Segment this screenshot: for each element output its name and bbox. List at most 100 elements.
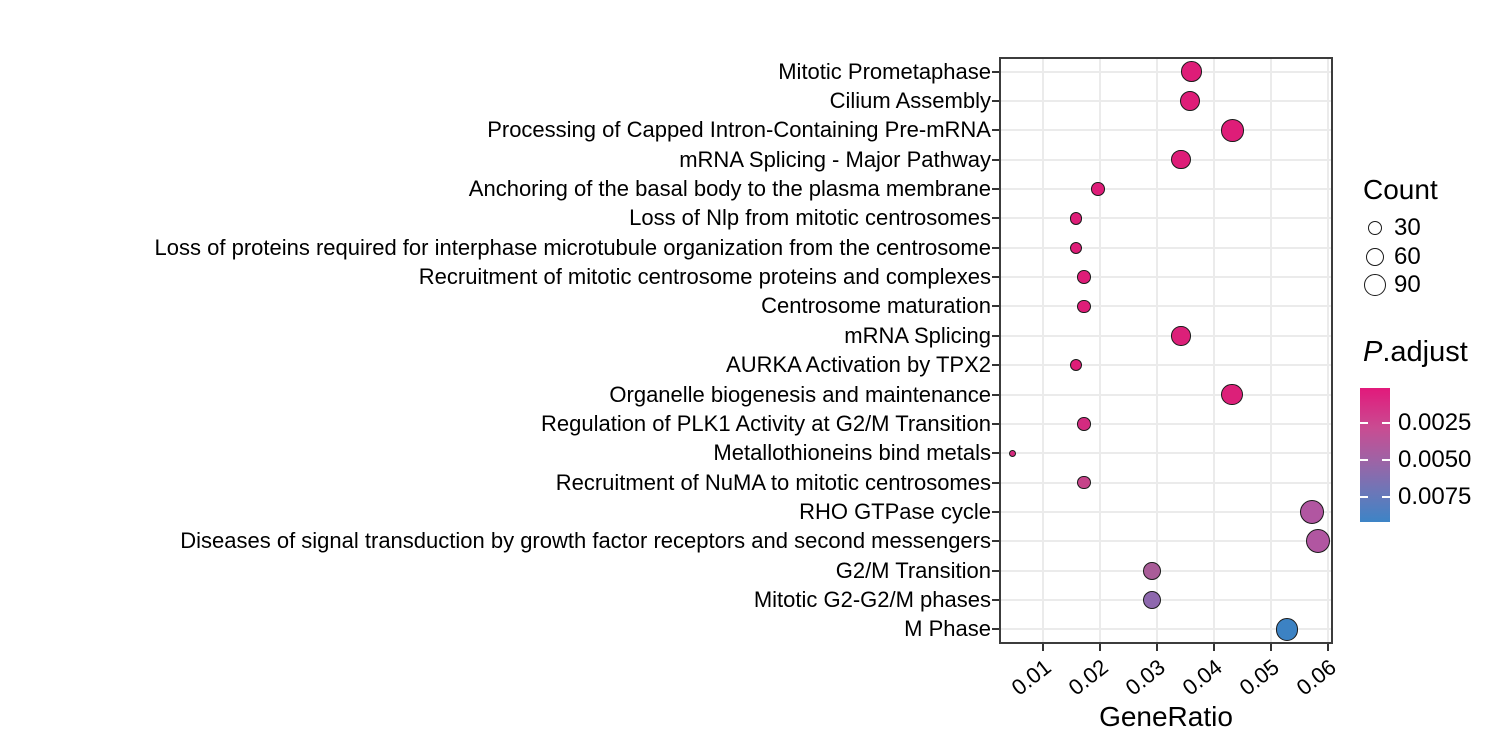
- gridline-vertical: [1327, 57, 1329, 644]
- y-axis-tick: [992, 510, 999, 513]
- legend-count-label: 90: [1394, 271, 1421, 298]
- y-axis-label: Loss of Nlp from mitotic centrosomes: [629, 205, 991, 231]
- pathway-dot: [1069, 358, 1083, 372]
- legend-count-circle: [1363, 273, 1387, 297]
- y-axis-tick: [992, 540, 999, 543]
- gridline-horizontal: [999, 598, 1333, 601]
- gridline-horizontal: [999, 276, 1333, 279]
- legend-count-circle: [1365, 247, 1385, 267]
- gridline-vertical: [1099, 57, 1101, 644]
- x-axis-tick: [1042, 644, 1044, 651]
- gridline-vertical: [1156, 57, 1158, 644]
- y-axis-label: AURKA Activation by TPX2: [726, 352, 991, 378]
- gridline-horizontal: [999, 217, 1333, 220]
- y-axis-tick: [992, 452, 999, 455]
- padjust-tick-left: [1360, 495, 1368, 498]
- padjust-gradient-bar: [1360, 388, 1390, 522]
- gridline-horizontal: [999, 100, 1333, 103]
- gridline-horizontal: [999, 334, 1333, 337]
- padjust-tick-label: 0.0050: [1398, 445, 1472, 473]
- pathway-dot: [1008, 449, 1016, 457]
- y-axis-tick: [992, 100, 999, 103]
- y-axis-tick: [992, 569, 999, 572]
- y-axis-label: Recruitment of mitotic centrosome protei…: [418, 264, 991, 290]
- y-axis-label: Regulation of PLK1 Activity at G2/M Tran…: [540, 410, 991, 436]
- y-axis-label: Processing of Capped Intron-Containing P…: [487, 117, 991, 143]
- y-axis-label: Organelle biogenesis and maintenance: [609, 381, 991, 407]
- gridline-horizontal: [999, 569, 1333, 572]
- x-axis-tick: [1156, 644, 1158, 651]
- y-axis-tick: [992, 481, 999, 484]
- gridline-horizontal: [999, 129, 1333, 132]
- pathway-dot: [1077, 299, 1091, 314]
- padjust-tick-right: [1382, 495, 1390, 498]
- y-axis-label: Metallothioneins bind metals: [713, 440, 991, 466]
- x-axis-tick: [1213, 644, 1215, 651]
- gridline-horizontal: [999, 628, 1333, 631]
- y-axis-tick: [992, 188, 999, 191]
- padjust-tick-label: 0.0025: [1398, 408, 1472, 436]
- x-axis-tick: [1327, 644, 1329, 651]
- y-axis-label: RHO GTPase cycle: [799, 498, 991, 524]
- y-axis-label: M Phase: [904, 616, 991, 642]
- y-axis-label: mRNA Splicing: [844, 322, 991, 348]
- y-axis-tick: [992, 628, 999, 631]
- pathway-dot: [1142, 590, 1161, 610]
- legend-count-label: 30: [1394, 214, 1421, 241]
- pathway-dot: [1171, 150, 1191, 170]
- pathway-dot: [1069, 241, 1083, 254]
- legend-count-circle: [1368, 221, 1382, 235]
- padjust-tick-left: [1360, 458, 1368, 461]
- pathway-dot: [1179, 90, 1201, 112]
- legend-count-title: Count: [1363, 174, 1438, 205]
- y-axis-tick: [992, 393, 999, 396]
- pathway-dot: [1077, 475, 1091, 490]
- pathway-dot: [1220, 119, 1244, 142]
- pathway-dot: [1142, 561, 1161, 580]
- y-axis-tick: [992, 364, 999, 367]
- y-axis-label: Diseases of signal transduction by growt…: [180, 528, 991, 554]
- pathway-dot: [1077, 270, 1091, 284]
- gridline-horizontal: [999, 452, 1333, 455]
- legend-padjust-title-rest: .adjust: [1382, 336, 1468, 368]
- gridline-horizontal: [999, 510, 1333, 513]
- gridline-vertical: [1213, 57, 1215, 644]
- pathway-dot: [1090, 182, 1105, 196]
- y-axis-label: Cilium Assembly: [829, 88, 991, 114]
- y-axis-label: Mitotic G2-G2/M phases: [753, 586, 991, 612]
- plot-panel: [999, 57, 1333, 644]
- legend-padjust-title: P.adjust: [1363, 336, 1468, 369]
- y-axis-label: Mitotic Prometaphase: [778, 58, 991, 84]
- pathway-dot: [1300, 499, 1325, 524]
- y-axis-label: G2/M Transition: [835, 557, 991, 583]
- gridline-horizontal: [999, 540, 1333, 543]
- gridline-horizontal: [999, 422, 1333, 425]
- y-axis-tick: [992, 276, 999, 279]
- x-axis-title: GeneRatio: [1099, 701, 1233, 732]
- pathway-dot: [1181, 61, 1203, 82]
- padjust-tick-right: [1382, 458, 1390, 461]
- gridline-horizontal: [999, 70, 1333, 73]
- legend-count-label: 60: [1394, 243, 1421, 270]
- pathway-dot: [1221, 383, 1244, 406]
- pathway-dot: [1077, 417, 1091, 431]
- y-axis-tick: [992, 129, 999, 132]
- legend-padjust-title-italic: P: [1363, 336, 1383, 368]
- gridline-vertical: [1042, 57, 1044, 644]
- y-axis-tick: [992, 334, 999, 337]
- y-axis-label: Centrosome maturation: [761, 293, 991, 319]
- gridline-vertical: [1270, 57, 1272, 644]
- padjust-tick-label: 0.0075: [1398, 482, 1472, 510]
- gridline-horizontal: [999, 188, 1333, 191]
- y-axis-tick: [992, 422, 999, 425]
- padjust-tick-right: [1382, 421, 1390, 424]
- y-axis-label: Loss of proteins required for interphase…: [154, 234, 991, 260]
- gridline-horizontal: [999, 364, 1333, 367]
- gridline-horizontal: [999, 481, 1333, 484]
- y-axis-tick: [992, 305, 999, 308]
- y-axis-tick: [992, 158, 999, 161]
- x-axis-tick: [1099, 644, 1101, 651]
- y-axis-tick: [992, 246, 999, 249]
- y-axis-tick: [992, 598, 999, 601]
